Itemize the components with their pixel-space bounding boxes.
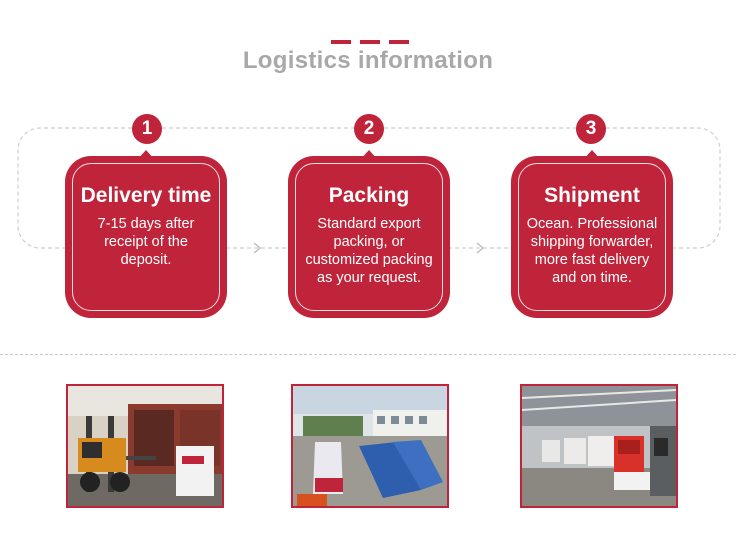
photo-factory-machines	[520, 384, 678, 508]
arrow-right-icon	[476, 242, 485, 254]
step-text: Standard export packing, or customized p…	[305, 216, 433, 286]
step-card-packing: Packing Standard export packing, or cust…	[292, 150, 446, 314]
step-number-2: 2	[354, 114, 384, 144]
arrow-right-icon	[253, 242, 262, 254]
title-decoration	[331, 40, 409, 44]
card-pointer	[360, 150, 378, 160]
card-pointer	[583, 150, 601, 160]
step-text: 7-15 days after receipt of the deposit.	[97, 216, 195, 268]
photo-shipping-containers	[291, 384, 449, 508]
card-pointer	[137, 150, 155, 160]
step-title: Packing	[328, 184, 410, 207]
step-title: Shipment	[544, 184, 640, 207]
photo-forklift-loading	[66, 384, 224, 508]
step-card-shipment: Shipment Ocean. Professional shipping fo…	[515, 150, 669, 314]
step-text: Ocean. Professional shipping forwarder, …	[526, 216, 658, 286]
step-card-delivery: Delivery time 7-15 days after receipt of…	[69, 150, 223, 314]
step-title: Delivery time	[80, 184, 212, 207]
section-divider	[0, 354, 736, 355]
step-number-3: 3	[576, 114, 606, 144]
step-number-1: 1	[132, 114, 162, 144]
page-title: Logistics information	[242, 47, 494, 74]
